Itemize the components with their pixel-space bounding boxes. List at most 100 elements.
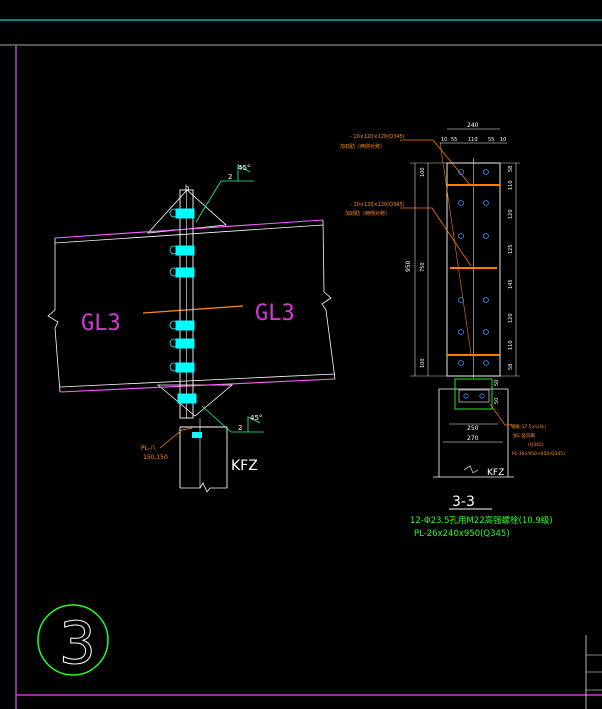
hole-r5	[483, 329, 489, 335]
section-column-cap	[454, 378, 493, 410]
bolt-head-7	[181, 393, 191, 403]
bolt-1	[175, 208, 195, 219]
section-title: 3-3	[452, 494, 475, 510]
section-overall-height: 950	[405, 260, 412, 272]
note-c4: PL-16×950×950(Q345)	[512, 451, 565, 457]
hole-r4	[483, 297, 489, 303]
plate-edge-leader	[439, 141, 472, 355]
section-top-width: 240	[467, 122, 479, 129]
bottom-dim-1a: 50	[494, 380, 500, 386]
bolt-head-3	[169, 267, 179, 277]
elevation-detail	[47, 164, 336, 493]
beam-right-break-line	[321, 219, 336, 380]
bolt-head-4	[169, 320, 179, 330]
detail-bubble-circle	[37, 604, 109, 676]
section-top-sub-dims: 10 55 110 55 10	[441, 137, 506, 143]
section-column-flange	[458, 389, 490, 403]
plate-label-1: PL-八	[141, 445, 156, 452]
plate-leader	[159, 427, 193, 449]
drawing-frame	[0, 19, 602, 709]
hole-l4	[458, 297, 464, 303]
weld-top-angle: 45°	[238, 164, 250, 172]
top-sub-dim-4: 55	[488, 137, 494, 143]
top-sub-dim-2: 55	[451, 137, 457, 143]
note-b: - 10×120×120(Q345)	[350, 202, 405, 208]
beam-left-break-line	[47, 238, 61, 393]
note-b-leader	[400, 207, 472, 267]
bolt-spec-note: 12-Φ23.5孔用M22高强螺栓(10.9级)	[410, 515, 553, 526]
weld-top-leader	[195, 180, 254, 223]
note-a2: 加劲肋（两侧对称）	[340, 143, 385, 150]
beam-top-flange-outer	[54, 219, 324, 239]
bolt-head-5	[169, 338, 179, 348]
weld-bottom-leader	[201, 405, 264, 433]
beam-bottom-flange-outer	[59, 378, 336, 393]
left-dim-1: 100	[420, 167, 426, 177]
right-dim-1: 58	[508, 166, 514, 172]
right-dim-3: 120	[508, 209, 514, 219]
bolt-head-1	[169, 208, 179, 218]
bottom-dim-1b: 50	[494, 398, 500, 404]
top-sub-dim-1: 10	[441, 137, 447, 143]
note-a: - 10×120×120(Q345)	[350, 134, 405, 140]
right-dim-4: 125	[508, 244, 514, 254]
plate-spec-note: PL-26x240x950(Q345)	[414, 529, 510, 539]
hole-r6	[483, 360, 489, 366]
weld-top-mark: b	[185, 184, 190, 192]
section-break	[463, 465, 479, 474]
right-dim-7: 110	[508, 340, 514, 350]
top-sub-dim-5: 10	[500, 137, 506, 143]
weld-bottom-flag	[247, 416, 261, 432]
note-a-leader	[400, 139, 472, 187]
weld-bottom-angle: 45°	[250, 414, 262, 422]
section-right-dims: 58 110 120 125 145 120 110 58	[508, 166, 514, 370]
bottom-gusset-plate	[156, 384, 234, 417]
bolt-head-2	[169, 245, 179, 255]
bolt-3	[175, 267, 195, 278]
bolt-2	[175, 245, 195, 256]
hole-l1	[458, 169, 464, 175]
hole-r3	[483, 233, 489, 239]
note-c2: 加L 竖向钢	[513, 432, 535, 439]
plate-label-2: 150,150	[143, 454, 168, 461]
beam-left-label: GL3	[81, 311, 121, 336]
column-base-plate	[192, 432, 202, 438]
weld-top-size: 2	[228, 173, 232, 181]
section-left-dims: 100 750 100	[420, 167, 426, 368]
hole-r1	[483, 169, 489, 175]
bolt-6	[175, 362, 195, 373]
bolt-4	[175, 320, 195, 331]
note-c-leader	[489, 403, 512, 426]
section-column-hole-left	[463, 393, 469, 399]
section-3-3	[400, 128, 520, 510]
right-dim-2: 110	[508, 180, 514, 190]
section-column-label: KFZ	[487, 468, 504, 478]
section-bolt-holes	[458, 169, 489, 366]
beam-top-flange-inner	[54, 224, 324, 244]
note-c1: 钢板-17.5×L(长)	[511, 423, 546, 430]
bolt-5	[175, 338, 195, 349]
column-break-line	[180, 482, 227, 493]
right-dim-8: 58	[508, 364, 514, 370]
left-dim-3: 100	[420, 358, 426, 368]
right-dim-6: 120	[508, 313, 514, 323]
hole-l3	[458, 233, 464, 239]
beam-bottom-flange-inner	[59, 373, 336, 388]
bolt-heads	[169, 208, 191, 403]
hole-l2	[458, 200, 464, 206]
note-c3: (Q345)	[528, 442, 544, 448]
bottom-width-1: 250	[467, 425, 479, 432]
weld-top-flag	[237, 164, 251, 181]
hole-l5	[458, 329, 464, 335]
hole-r2	[483, 200, 489, 206]
bolt-head-6	[169, 362, 179, 372]
right-dim-5: 145	[508, 279, 514, 289]
detail-bubble-number: 3	[59, 609, 96, 677]
column-label-elevation: KFZ	[231, 458, 258, 474]
hole-l6	[458, 360, 464, 366]
weld-bottom-size: 2	[238, 424, 242, 432]
section-column-hole-right	[479, 393, 485, 399]
left-dim-2: 750	[420, 262, 426, 272]
top-sub-dim-3: 110	[468, 137, 478, 143]
